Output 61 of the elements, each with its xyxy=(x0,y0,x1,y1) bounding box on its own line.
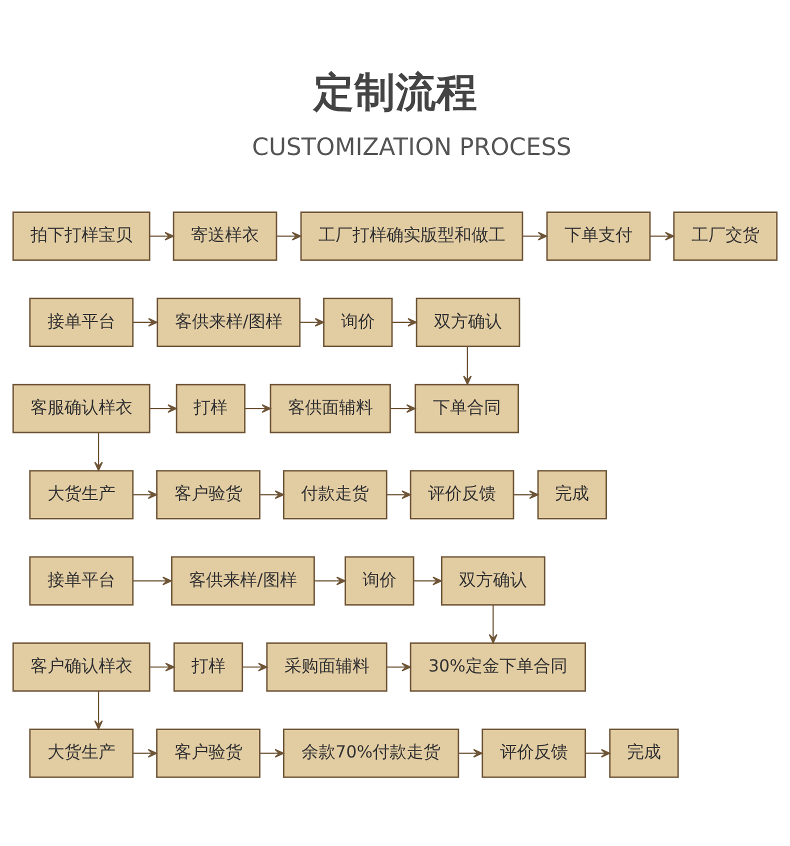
node-box: 完成 xyxy=(609,728,679,778)
node-box: 客服确认样衣 xyxy=(12,383,150,433)
label: CUSTOMIZATION PROCESS xyxy=(252,132,572,160)
arrow xyxy=(260,490,284,499)
arrow xyxy=(150,404,177,412)
node-box: 下单支付 xyxy=(546,211,651,260)
arrow xyxy=(390,404,416,412)
node-box: 完成 xyxy=(537,470,607,519)
node-box: 客户确认样衣 xyxy=(12,642,150,692)
node-box: 付款走货 xyxy=(282,470,388,519)
arrow xyxy=(244,404,272,412)
arrow xyxy=(458,748,483,758)
node-box: 拍下打样宝贝 xyxy=(12,211,150,260)
arrow xyxy=(133,748,158,758)
arrow xyxy=(94,432,103,471)
arrow xyxy=(392,317,418,326)
arrow xyxy=(276,231,302,240)
arrow xyxy=(488,604,498,643)
arrow xyxy=(522,231,548,240)
node-box: 评价反馈 xyxy=(482,728,586,778)
arrow xyxy=(386,662,412,671)
node-box: 大货生产 xyxy=(29,470,134,519)
node-box: 工厂交货 xyxy=(673,211,778,260)
arrow xyxy=(463,346,472,384)
node-box: 下单合同 xyxy=(414,383,519,433)
arrow xyxy=(650,231,674,240)
node-box: 客供来样/图样 xyxy=(171,556,315,606)
arrow xyxy=(260,748,284,758)
arrow xyxy=(133,490,158,499)
node-box: 客供面辅料 xyxy=(270,383,391,433)
node-box: 打样 xyxy=(173,642,244,692)
node-box: 评价反馈 xyxy=(410,470,514,519)
node-box: 客户验货 xyxy=(156,470,260,519)
node-box: 余款70%付款走货 xyxy=(282,728,460,778)
arrow xyxy=(386,490,412,499)
arrow xyxy=(150,231,174,240)
arrow xyxy=(300,317,324,326)
node-box: 双方确认 xyxy=(416,297,520,347)
node-box: 打样 xyxy=(176,383,246,433)
node-box: 接单平台 xyxy=(29,297,134,347)
node-box: 询价 xyxy=(323,297,393,347)
node-box: 采购面辅料 xyxy=(266,642,388,692)
arrow xyxy=(514,490,539,499)
arrow xyxy=(242,662,268,671)
node-box: 客供来样/图样 xyxy=(156,297,301,347)
node-box: 客户验货 xyxy=(156,728,260,778)
node-box: 接单平台 xyxy=(29,556,134,606)
diagram-title: 定制流程 xyxy=(314,67,478,116)
node-box: 双方确认 xyxy=(440,556,546,606)
arrow xyxy=(132,317,158,326)
node-box: 寄送样衣 xyxy=(172,211,278,260)
arrow xyxy=(132,576,172,585)
node-box: 工厂打样确实版型和做工 xyxy=(300,211,524,260)
node-box: 30%定金下单合同 xyxy=(410,642,586,692)
node-box: 大货生产 xyxy=(29,728,134,778)
arrow xyxy=(414,576,442,585)
node-box: 询价 xyxy=(344,556,414,606)
arrow xyxy=(585,748,610,758)
arrow xyxy=(94,690,103,730)
arrow xyxy=(314,576,346,585)
arrow xyxy=(150,662,175,671)
